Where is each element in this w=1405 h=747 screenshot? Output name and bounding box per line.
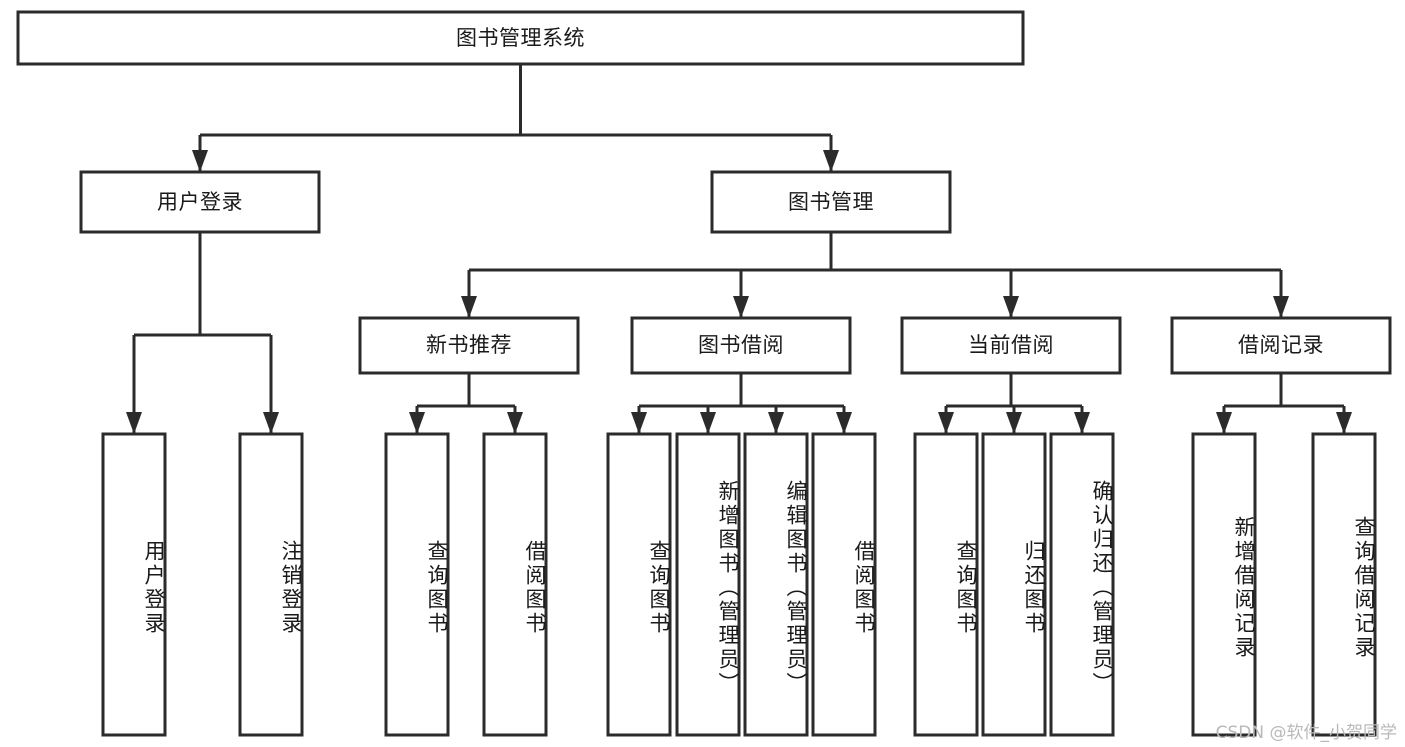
arrow-head-icon bbox=[1336, 412, 1352, 434]
arrow-head-icon bbox=[823, 150, 839, 172]
node-box-leaf-query-record[interactable] bbox=[1311, 432, 1377, 737]
arrow-head-icon bbox=[768, 412, 784, 434]
arrow-head-icon bbox=[263, 412, 279, 434]
arrow-head-icon bbox=[126, 412, 142, 434]
arrow-head-icon bbox=[507, 412, 523, 434]
arrow-head-icon bbox=[1003, 296, 1019, 318]
node-box-leaf-edit-book[interactable] bbox=[743, 432, 809, 737]
node-box-leaf-add-book[interactable] bbox=[675, 432, 741, 737]
node-box-leaf-add-record[interactable] bbox=[1191, 432, 1257, 737]
arrow-head-icon bbox=[1006, 412, 1022, 434]
arrow-head-icon bbox=[938, 412, 954, 434]
node-box-leaf-logout[interactable] bbox=[238, 432, 304, 737]
node-box-leaf-return-book[interactable] bbox=[981, 432, 1047, 737]
arrow-head-icon bbox=[1074, 412, 1090, 434]
node-box-root[interactable] bbox=[16, 10, 1025, 66]
node-box-leaf-borrow-book-2[interactable] bbox=[811, 432, 877, 737]
node-box-leaf-borrow-book-1[interactable] bbox=[482, 432, 548, 737]
node-box-book-borrow[interactable] bbox=[630, 316, 852, 375]
arrow-head-icon bbox=[192, 150, 208, 172]
arrow-head-icon bbox=[1273, 296, 1289, 318]
node-box-new-book-recommend[interactable] bbox=[358, 316, 580, 375]
node-box-user-login[interactable] bbox=[79, 170, 321, 234]
arrow-head-icon bbox=[409, 412, 425, 434]
node-box-leaf-user-login[interactable] bbox=[101, 432, 167, 737]
node-box-book-management[interactable] bbox=[710, 170, 952, 234]
node-box-leaf-query-book-2[interactable] bbox=[606, 432, 672, 737]
node-box-leaf-query-book-3[interactable] bbox=[913, 432, 979, 737]
node-box-leaf-confirm-return[interactable] bbox=[1049, 432, 1115, 737]
arrow-head-icon bbox=[733, 296, 749, 318]
node-box-leaf-query-book-1[interactable] bbox=[384, 432, 450, 737]
arrow-head-icon bbox=[461, 296, 477, 318]
node-box-current-borrow[interactable] bbox=[900, 316, 1122, 375]
arrow-head-icon bbox=[836, 412, 852, 434]
arrow-head-icon bbox=[700, 412, 716, 434]
arrow-head-icon bbox=[1216, 412, 1232, 434]
node-box-borrow-records[interactable] bbox=[1170, 316, 1392, 375]
arrow-head-icon bbox=[631, 412, 647, 434]
